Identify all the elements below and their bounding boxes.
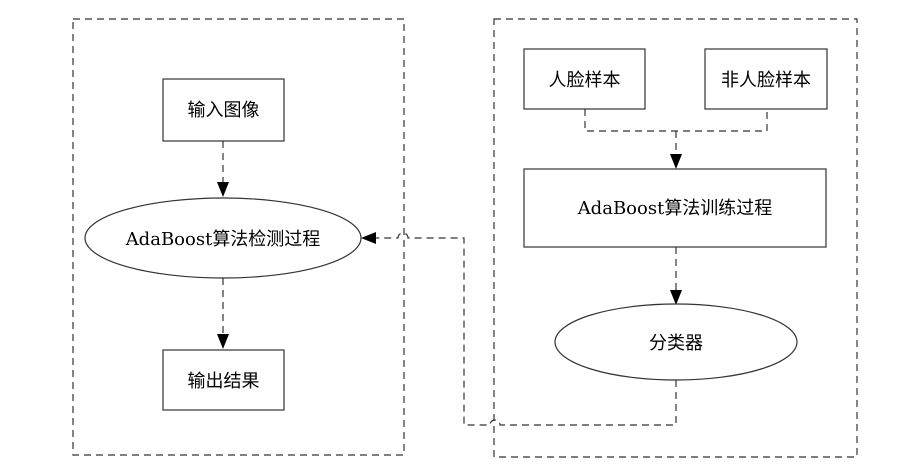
non-face-samples-box [704, 48, 828, 110]
node-classifier: 分类器 [554, 303, 798, 381]
arrowhead-training-to-classifier [670, 290, 682, 305]
output-result-label: 输出结果 [188, 371, 260, 392]
node-input-image: 输入图像 [162, 78, 285, 142]
node-face-samples: 人脸样本 [523, 48, 646, 110]
arrowhead-samples-to-training [670, 154, 682, 169]
face-samples-label: 人脸样本 [549, 70, 621, 91]
node-training-process: AdaBoost算法训练过程 [523, 168, 827, 248]
output-result-box [162, 349, 285, 411]
node-non-face-samples: 非人脸样本 [704, 48, 828, 110]
arrowhead-classifier-to-detection [361, 232, 376, 244]
edge-classifier-to-detection [376, 232, 677, 426]
non-face-samples-label: 非人脸样本 [721, 70, 811, 91]
classifier-label: 分类器 [649, 333, 703, 354]
training-group-frame [493, 18, 858, 458]
node-output-result: 输出结果 [162, 349, 285, 411]
input-image-label: 输入图像 [188, 100, 260, 121]
training-process-label: AdaBoost算法训练过程 [577, 198, 773, 219]
training-process-box [523, 168, 827, 248]
arrowhead-detection-to-output [217, 334, 229, 349]
edge-samples-merge [584, 109, 768, 132]
detection-process-label: AdaBoost算法检测过程 [125, 229, 321, 250]
arrowhead-input-to-detection [217, 182, 229, 197]
node-detection-process: AdaBoost算法检测过程 [84, 197, 362, 279]
